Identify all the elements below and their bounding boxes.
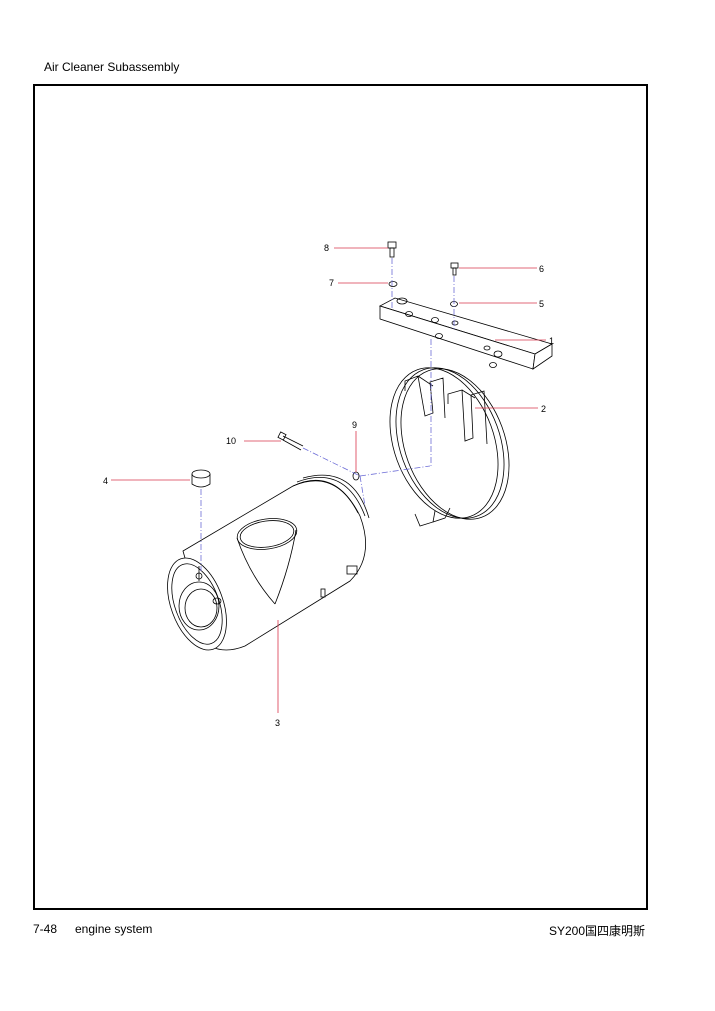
cap-4 [191,469,211,488]
callout-9: 9 [352,420,357,430]
air-filter-housing [167,474,370,651]
bolt-8 [387,241,397,258]
callout-3: 3 [275,718,280,728]
clamp-band [389,367,510,527]
callout-10: 10 [226,436,236,446]
page-title: Air Cleaner Subassembly [44,60,180,74]
exploded-view-diagram: 8 7 6 5 1 2 9 10 4 3 [103,241,554,728]
leader-lines [111,247,546,713]
footer-model: SY200国四康明斯 [548,924,645,938]
washer-7 [388,281,398,287]
callout-4: 4 [103,476,108,486]
callout-5: 5 [539,299,544,309]
callout-1: 1 [549,336,554,346]
callout-8: 8 [324,243,329,253]
callout-6: 6 [539,264,544,274]
bracket-plate [378,297,553,370]
diagram-frame: 8 7 6 5 1 2 9 10 4 3 [33,84,648,910]
callout-7: 7 [329,278,334,288]
callout-2: 2 [541,404,546,414]
footer-section: engine system [75,922,153,936]
bolt-6 [450,262,459,276]
footer-page-number: 7-48 [33,922,58,936]
bolt-10 [277,431,304,451]
assembly-lines [200,258,455,571]
